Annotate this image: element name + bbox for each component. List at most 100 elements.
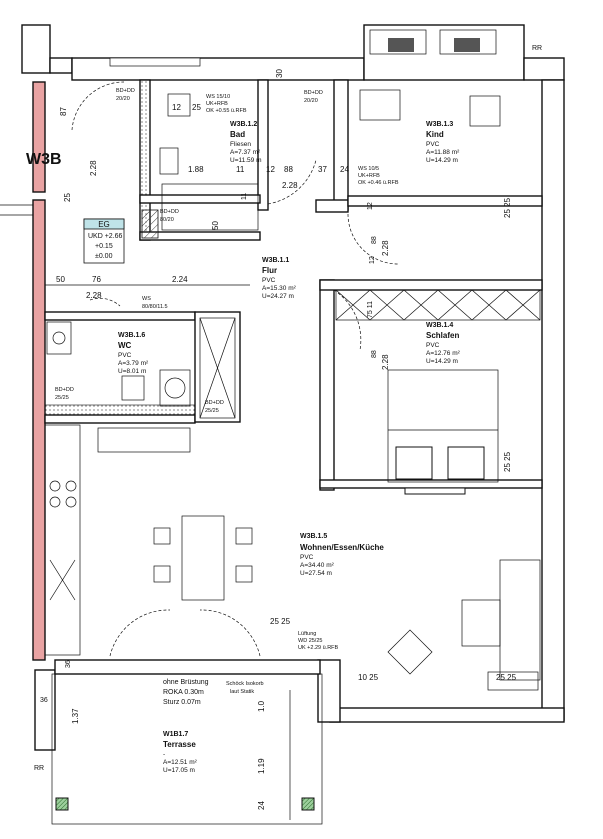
svg-text:U=14.29 m: U=14.29 m <box>426 358 458 365</box>
svg-text:10 25: 10 25 <box>358 673 379 682</box>
svg-text:U=17.05 m: U=17.05 m <box>163 767 195 774</box>
svg-text:WD 25/25: WD 25/25 <box>298 638 322 644</box>
svg-text:Fliesen: Fliesen <box>230 141 251 148</box>
svg-text:Terrasse: Terrasse <box>163 740 196 749</box>
svg-text:A=12.76 m²: A=12.76 m² <box>426 350 461 357</box>
top-windows <box>109 29 497 67</box>
svg-text:12: 12 <box>369 256 376 264</box>
svg-text:BD+DD: BD+DD <box>116 88 135 94</box>
svg-text:BD+DD: BD+DD <box>304 90 323 96</box>
svg-text:36: 36 <box>65 660 72 668</box>
svg-text:ohne Brüstung: ohne Brüstung <box>163 679 209 686</box>
svg-text:12: 12 <box>367 202 374 210</box>
svg-text:U=11.59 m: U=11.59 m <box>230 157 262 164</box>
outer-walls <box>0 24 565 751</box>
svg-text:U=8.01 m: U=8.01 m <box>118 368 146 375</box>
svg-text:24: 24 <box>257 801 266 810</box>
svg-text:25 25: 25 25 <box>496 673 517 682</box>
svg-text:W3B.1.1: W3B.1.1 <box>262 257 289 264</box>
svg-text:W3B.1.3: W3B.1.3 <box>426 121 453 128</box>
svg-text:80/80/11.5: 80/80/11.5 <box>142 304 168 310</box>
dimensions: 30 87 12 25 2.28 25 1.88 11 12 88 37 24 … <box>40 69 517 810</box>
svg-text:A=11.88 m²: A=11.88 m² <box>426 149 460 156</box>
svg-text:W1B1.7: W1B1.7 <box>163 731 188 738</box>
svg-text:BD+DD: BD+DD <box>205 400 224 406</box>
svg-text:WS 15/10: WS 15/10 <box>206 94 230 100</box>
svg-text:2.28: 2.28 <box>381 354 390 370</box>
svg-text:RR: RR <box>34 765 44 772</box>
svg-text:2.28: 2.28 <box>282 181 298 190</box>
svg-text:88: 88 <box>284 165 293 174</box>
svg-text:Wohnen/Essen/Küche: Wohnen/Essen/Küche <box>300 543 384 552</box>
svg-text:1.37: 1.37 <box>71 708 80 724</box>
svg-text:88: 88 <box>371 236 378 244</box>
doors <box>71 81 399 657</box>
svg-text:25: 25 <box>192 103 201 112</box>
svg-text:25 25: 25 25 <box>503 451 512 472</box>
svg-text:37: 37 <box>318 165 327 174</box>
svg-text:50: 50 <box>56 275 65 284</box>
svg-text:OK +0.46 ü.RFB: OK +0.46 ü.RFB <box>358 180 399 186</box>
elevation-value-2: +0.15 <box>95 243 113 250</box>
svg-text:Kind: Kind <box>426 130 444 139</box>
svg-text:PVC: PVC <box>426 342 440 349</box>
svg-text:WC: WC <box>118 341 132 350</box>
svg-text:ROKA 0.30m: ROKA 0.30m <box>163 689 204 696</box>
svg-text:25/25: 25/25 <box>205 408 219 414</box>
svg-text:UK +2.29 ü.RFB: UK +2.29 ü.RFB <box>298 645 339 651</box>
svg-text:20/20: 20/20 <box>116 96 130 102</box>
svg-text:24: 24 <box>340 165 349 174</box>
svg-text:UK+RFB: UK+RFB <box>206 101 228 107</box>
room-terrasse: W1B1.7 Terrasse - A=12.51 m² U=17.05 m <box>163 731 198 774</box>
svg-text:11: 11 <box>236 165 245 174</box>
svg-text:12: 12 <box>266 165 275 174</box>
elevation-value-3: ±0.00 <box>95 253 113 260</box>
elevation-box: EG UKD +2.66 +0.15 ±0.00 <box>83 218 125 264</box>
svg-text:laut Statik: laut Statik <box>230 689 254 695</box>
svg-text:A=7.37 m²: A=7.37 m² <box>230 149 261 156</box>
svg-text:30: 30 <box>275 69 284 78</box>
elevation-title: EG <box>98 220 110 229</box>
svg-text:1.19: 1.19 <box>257 758 266 774</box>
svg-text:Schlafen: Schlafen <box>426 331 459 340</box>
svg-text:A=34.40 m²: A=34.40 m² <box>300 562 335 569</box>
svg-text:WS 10/5: WS 10/5 <box>358 166 379 172</box>
svg-text:50: 50 <box>211 221 220 230</box>
svg-text:1.0: 1.0 <box>257 700 266 712</box>
svg-text:2.24: 2.24 <box>172 275 188 284</box>
svg-text:Lüftung: Lüftung <box>298 631 316 637</box>
svg-text:PVC: PVC <box>118 352 132 359</box>
svg-text:80/20: 80/20 <box>160 217 174 223</box>
svg-text:25: 25 <box>63 193 72 202</box>
svg-text:BD+DD: BD+DD <box>55 387 74 393</box>
svg-text:Schöck Isokorb: Schöck Isokorb <box>226 681 264 687</box>
svg-text:A=12.51 m²: A=12.51 m² <box>163 759 198 766</box>
svg-text:U=24.27 m: U=24.27 m <box>262 293 294 300</box>
svg-text:W3B.1.4: W3B.1.4 <box>426 322 453 329</box>
room-wc: W3B.1.6 WC PVC A=3.79 m² U=8.01 m <box>118 332 149 375</box>
interior-walls <box>44 79 543 491</box>
elevation-value-1: UKD +2.66 <box>88 233 123 240</box>
svg-text:PVC: PVC <box>300 554 314 561</box>
svg-text:76: 76 <box>92 275 101 284</box>
svg-text:PVC: PVC <box>426 141 440 148</box>
svg-text:U=27.54 m: U=27.54 m <box>300 570 332 577</box>
svg-text:BD+DD: BD+DD <box>160 209 179 215</box>
svg-text:Sturz 0.07m: Sturz 0.07m <box>163 699 201 706</box>
unit-label: W3B <box>26 151 62 168</box>
svg-text:36: 36 <box>40 697 48 704</box>
svg-text:2.28: 2.28 <box>381 240 390 256</box>
svg-text:Flur: Flur <box>262 266 277 275</box>
svg-text:UK+RFB: UK+RFB <box>358 173 380 179</box>
svg-text:A=15.30 m²: A=15.30 m² <box>262 285 297 292</box>
svg-text:-: - <box>163 751 165 758</box>
svg-text:25/25: 25/25 <box>55 395 69 401</box>
svg-text:A=3.79 m²: A=3.79 m² <box>118 360 149 367</box>
room-bad: W3B.1.2 Bad Fliesen A=7.37 m² U=11.59 m <box>230 121 262 164</box>
furniture <box>44 89 541 691</box>
svg-text:U=14.29 m: U=14.29 m <box>426 157 458 164</box>
svg-text:11: 11 <box>241 193 248 200</box>
svg-text:2.28: 2.28 <box>86 291 102 300</box>
svg-text:2.28: 2.28 <box>89 160 98 176</box>
